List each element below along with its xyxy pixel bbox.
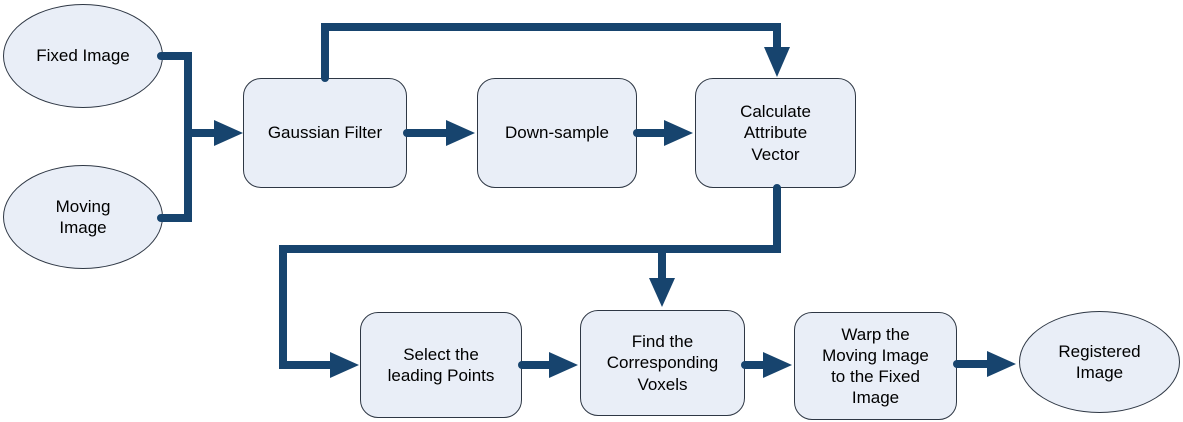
node-moving-image-label: Moving Image: [55, 196, 111, 237]
node-warp-moving-image: Warp the Moving Image to the Fixed Image: [794, 312, 957, 420]
arrowhead-into-downsample: [446, 120, 475, 146]
node-fixed-image-label: Fixed Image: [36, 46, 130, 66]
node-calculate-attribute-vector: Calculate Attribute Vector: [695, 78, 856, 188]
node-moving-image: Moving Image: [3, 165, 163, 269]
node-select-leading-points-label: Select the leading Points: [387, 344, 495, 385]
node-registered-image-label: Registered Image: [1058, 341, 1141, 382]
node-calculate-attribute-vector-label: Calculate Attribute Vector: [740, 102, 811, 164]
arrowhead-into-calc: [664, 120, 693, 146]
connector-feedback-loop: [321, 23, 781, 82]
node-warp-moving-image-label: Warp the Moving Image to the Fixed Image: [822, 324, 929, 408]
arrowhead-into-select: [330, 352, 359, 378]
node-select-leading-points: Select the leading Points: [360, 312, 522, 418]
arrowhead-into-find-left: [549, 352, 578, 378]
arrowhead-into-find-top: [649, 278, 675, 307]
node-down-sample-label: Down-sample: [505, 123, 609, 143]
arrowhead-into-registered: [987, 351, 1016, 377]
node-gaussian-filter: Gaussian Filter: [243, 78, 407, 188]
arrowhead-into-warp: [763, 352, 792, 378]
arrowhead-feedback-into-calc-top: [764, 47, 790, 77]
connector-merge-bracket: [157, 52, 192, 222]
node-find-corresponding-voxels-label: Find the Corresponding Voxels: [606, 332, 719, 394]
arrowhead-into-gaussian-filter: [214, 120, 243, 146]
node-fixed-image: Fixed Image: [3, 4, 163, 108]
node-find-corresponding-voxels: Find the Corresponding Voxels: [580, 310, 745, 416]
node-gaussian-filter-label: Gaussian Filter: [267, 123, 383, 143]
node-down-sample: Down-sample: [477, 78, 637, 188]
node-registered-image: Registered Image: [1019, 311, 1180, 413]
